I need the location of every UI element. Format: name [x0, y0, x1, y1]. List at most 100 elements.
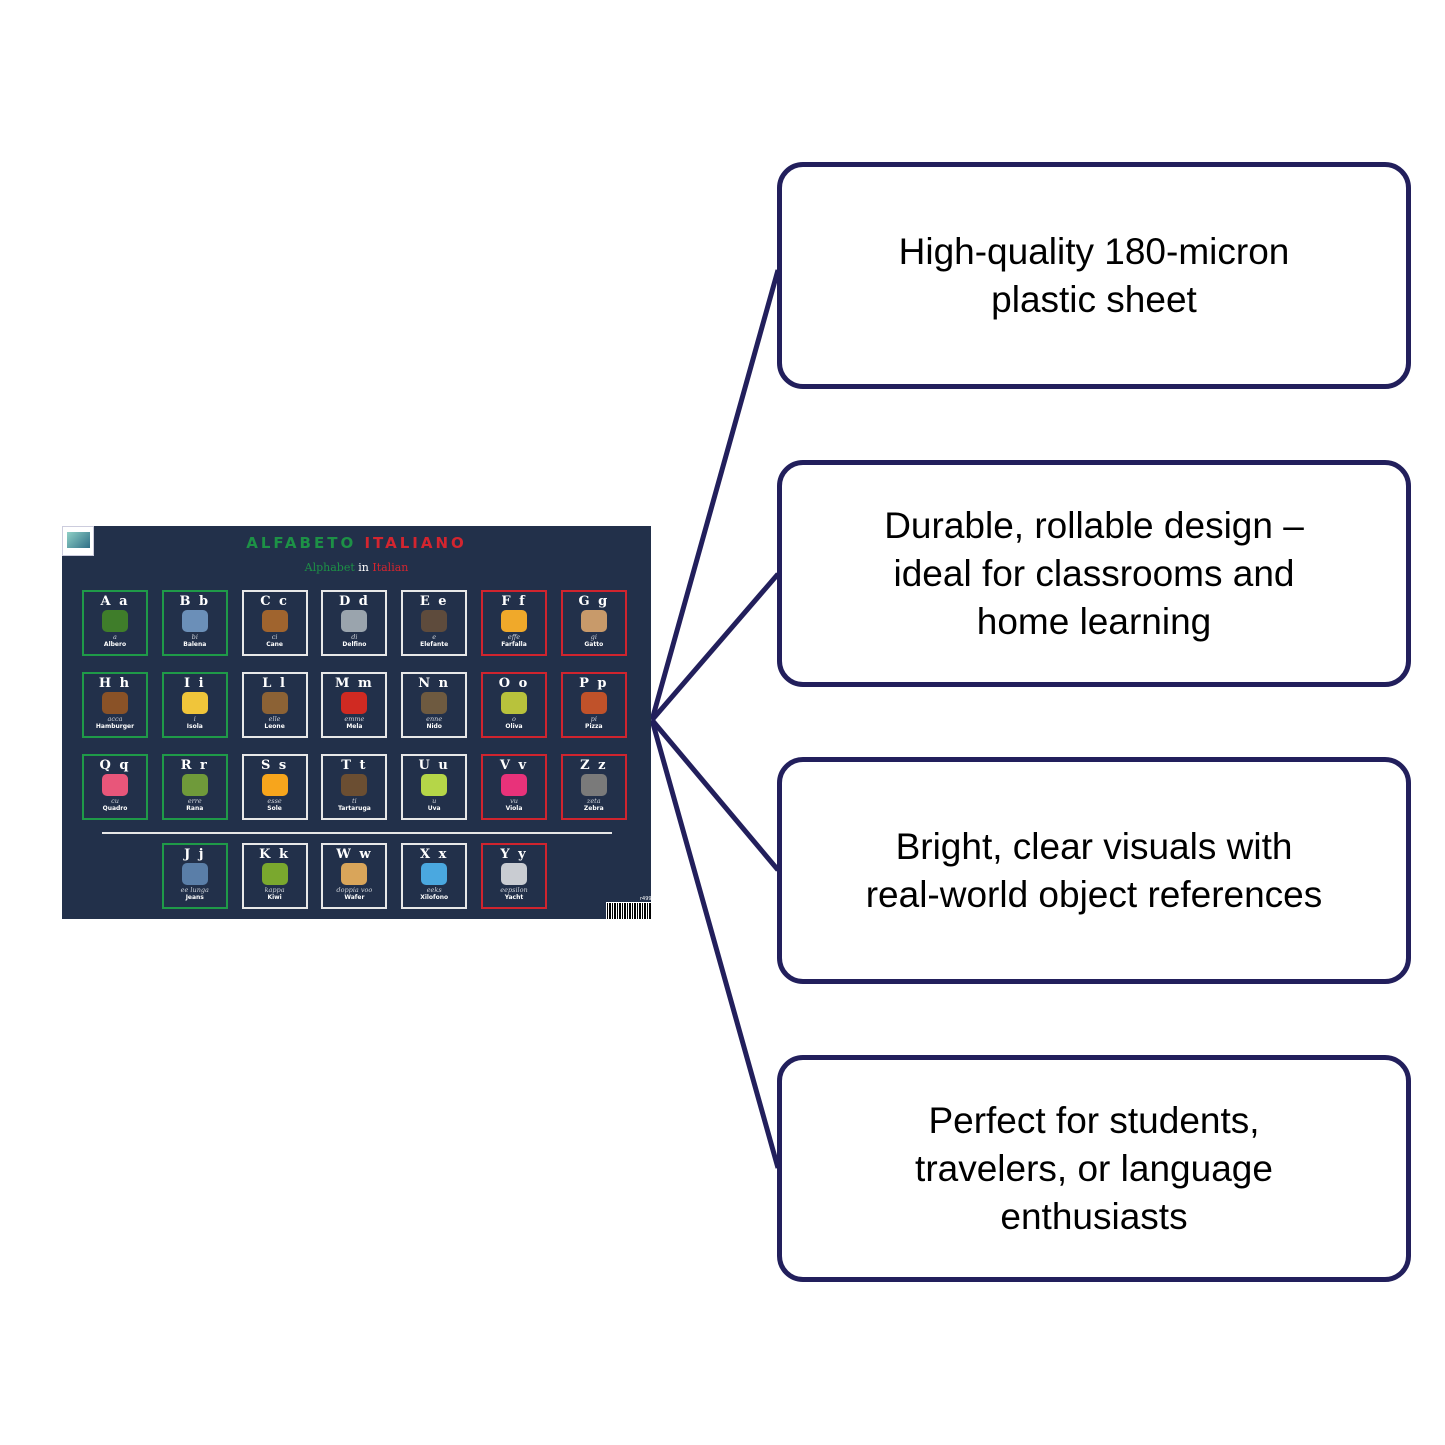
- tile-pronunciation: gi: [590, 633, 597, 641]
- feature-text: Durable, rollable design – ideal for cla…: [884, 504, 1304, 642]
- tile-picture-icon: [580, 692, 607, 714]
- tile-picture-icon: [501, 863, 527, 885]
- tile-picture-icon: [341, 692, 368, 714]
- tile-pronunciation: effe: [507, 633, 521, 641]
- tile-picture-icon: [580, 774, 607, 796]
- tile-word: Elefante: [420, 641, 449, 648]
- tile-picture-icon: [341, 863, 368, 885]
- tile-letter: S s: [260, 758, 289, 773]
- tile-letter: R r: [180, 758, 209, 773]
- tile-picture-icon: [580, 610, 607, 632]
- tile-letter: N n: [418, 676, 451, 691]
- tile-pronunciation: eepsilon: [500, 886, 528, 894]
- feature-box-2: Durable, rollable design – ideal for cla…: [777, 460, 1411, 687]
- tile-word: Wafer: [344, 894, 365, 901]
- tile-picture-icon: [501, 692, 527, 714]
- tile-pronunciation: di: [351, 633, 358, 641]
- tile-letter: O o: [498, 676, 530, 691]
- tile-pronunciation: erre: [187, 797, 202, 805]
- feature-box-3: Bright, clear visuals with real-world ob…: [777, 757, 1411, 984]
- tile-pronunciation: elle: [268, 715, 281, 723]
- tile-word: Yacht: [504, 894, 524, 901]
- tile-letter: K k: [259, 847, 291, 862]
- tile-word: Kiwi: [267, 894, 282, 901]
- poster-title: ALFABETO ITALIANO: [246, 534, 467, 552]
- connector-line-1: [649, 269, 781, 721]
- tile-letter: Y y: [500, 847, 528, 862]
- tile-pronunciation: ci: [271, 633, 278, 641]
- tile-letter: V v: [499, 758, 529, 773]
- tile-picture-icon: [261, 863, 288, 885]
- tile-word: Tartaruga: [337, 805, 371, 812]
- tile-letter: P p: [579, 676, 609, 691]
- tile-letter: Z z: [580, 758, 608, 773]
- tile-word: Uva: [427, 805, 441, 812]
- connector-line-3: [650, 718, 780, 872]
- tile-picture-icon: [421, 610, 448, 632]
- tile-picture-icon: [102, 692, 128, 714]
- tile-word: Rana: [186, 805, 204, 812]
- product-code: r499: [640, 896, 652, 902]
- tile-picture-icon: [261, 774, 288, 796]
- tile-word: Hamburger: [95, 723, 135, 730]
- tile-letter: U u: [418, 758, 450, 773]
- tile-word: Farfalla: [501, 641, 527, 648]
- tile-picture-icon: [501, 774, 527, 796]
- tile-word: Nido: [426, 723, 442, 730]
- tile-picture-icon: [421, 692, 448, 714]
- tile-letter: X x: [420, 847, 449, 862]
- tile-picture-icon: [181, 774, 208, 796]
- tile-pronunciation: acca: [107, 715, 123, 723]
- tile-word: Delfino: [342, 641, 367, 648]
- tile-word: Viola: [505, 805, 523, 812]
- tile-word: Balena: [183, 641, 207, 648]
- tile-picture-icon: [421, 863, 448, 885]
- feature-box-4: Perfect for students, travelers, or lang…: [777, 1055, 1411, 1282]
- connector-line-2: [650, 572, 780, 722]
- tile-pronunciation: pi: [590, 715, 597, 723]
- tile-letter: D d: [338, 594, 370, 609]
- tile-pronunciation: emme: [344, 715, 365, 723]
- tile-word: Leone: [264, 723, 285, 730]
- tile-picture-icon: [181, 610, 208, 632]
- divider-line: [102, 832, 612, 834]
- tile-letter: W w: [336, 847, 373, 862]
- tile-word: Gatto: [584, 641, 604, 648]
- tile-word: Quadro: [102, 805, 128, 812]
- feature-text: Perfect for students, travelers, or lang…: [915, 1099, 1273, 1237]
- tile-letter: G g: [578, 594, 610, 609]
- tile-word: Oliva: [505, 723, 523, 730]
- tile-pronunciation: e: [432, 633, 437, 641]
- tile-word: Jeans: [185, 894, 204, 901]
- tile-letter: L l: [262, 676, 287, 691]
- tile-picture-icon: [102, 610, 128, 632]
- tile-picture-icon: [102, 774, 128, 796]
- tile-letter: Q q: [99, 758, 131, 773]
- tile-pronunciation: a: [113, 633, 117, 641]
- tile-pronunciation: kappa: [264, 886, 285, 894]
- tile-pronunciation: doppia voo: [336, 886, 373, 894]
- tile-letter: T t: [341, 758, 368, 773]
- tile-letter: F f: [501, 594, 527, 609]
- tile-word: Zebra: [583, 805, 604, 812]
- tile-pronunciation: esse: [267, 797, 282, 805]
- tile-word: Sole: [267, 805, 282, 812]
- tile-pronunciation: zeta: [586, 797, 601, 805]
- tile-pronunciation: o: [512, 715, 516, 723]
- tile-letter: A a: [100, 594, 130, 609]
